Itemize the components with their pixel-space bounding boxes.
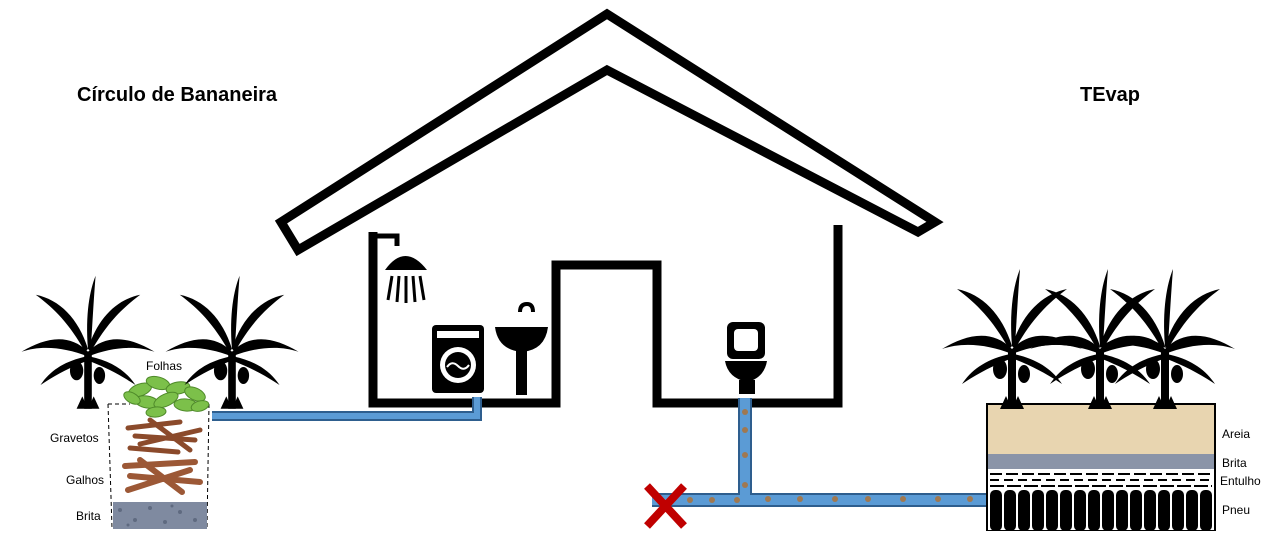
layer-label-gravetos: Gravetos: [50, 431, 99, 445]
left-system-title: Círculo de Bananeira: [77, 84, 277, 107]
shower-icon: [375, 236, 427, 303]
layer-label-brita-left: Brita: [76, 509, 101, 523]
right-system-title: TEvap: [1080, 84, 1140, 107]
washing-machine-icon: [432, 325, 484, 393]
leaves-layer: [122, 374, 210, 418]
layer-label-entulho: Entulho: [1220, 474, 1261, 488]
toilet-icon: [725, 322, 767, 394]
pipe-solids: [687, 409, 973, 503]
layer-label-pneu: Pneu: [1222, 503, 1250, 517]
black-water-pipe: [652, 398, 990, 500]
layer-label-brita-right: Brita: [1222, 456, 1247, 470]
layer-label-folhas: Folhas: [146, 359, 182, 373]
tevap-tank: [987, 404, 1215, 531]
layer-label-areia: Areia: [1222, 427, 1250, 441]
house-roof: [281, 14, 935, 250]
twigs-layer: [128, 420, 200, 452]
sink-icon: [495, 304, 548, 395]
branches-layer: [125, 460, 200, 492]
layer-label-galhos: Galhos: [66, 473, 104, 487]
